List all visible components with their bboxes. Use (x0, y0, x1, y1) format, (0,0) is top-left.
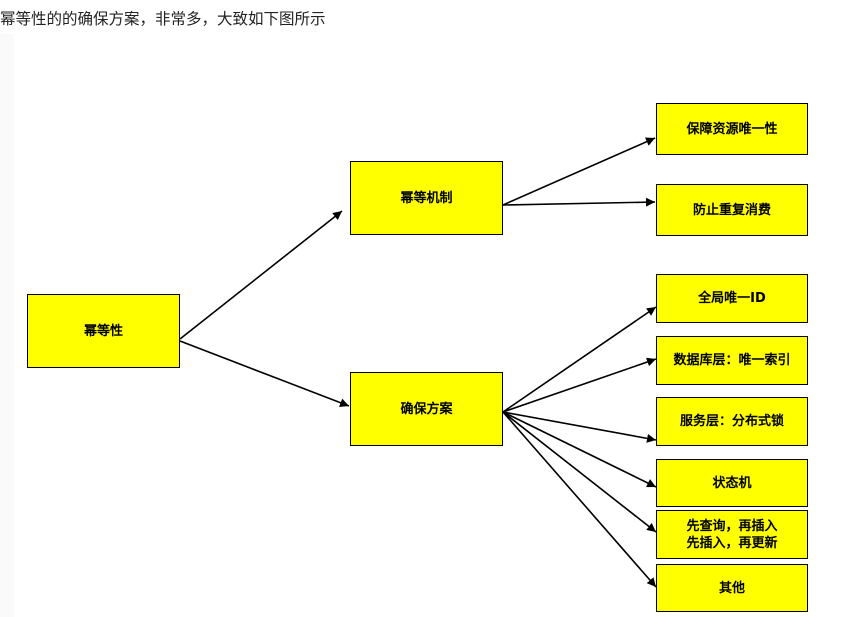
leaf-node-2-2: 数据库层：唯一索引 (656, 336, 808, 385)
edge-root-to-branch-1 (179, 210, 343, 340)
edge-root-to-branch-2 (179, 340, 350, 407)
root-node: 幂等性 (27, 294, 180, 368)
edge-branch-2-to-leaf-3 (502, 411, 657, 443)
edge-branch-1-to-leaf-2 (502, 197, 656, 207)
branch-node-2: 确保方案 (350, 372, 503, 446)
edge-branch-2-to-leaf-1 (502, 306, 657, 413)
edge-branch-2-to-leaf-4 (502, 411, 657, 488)
leaf-node-2-1: 全局唯一ID (656, 274, 808, 323)
branch-node-1: 幂等机制 (350, 161, 503, 235)
edge-branch-2-to-leaf-5 (502, 411, 657, 533)
edge-branch-2-to-leaf-2 (502, 357, 657, 413)
diagram-edges (179, 137, 657, 588)
page-margin-stripe (0, 34, 14, 617)
leaf-node-2-3: 服务层：分布式锁 (656, 397, 808, 446)
leaf-node-1-1: 保障资源唯一性 (656, 103, 808, 155)
edge-branch-1-to-leaf-1 (502, 137, 656, 206)
leaf-node-2-4: 状态机 (656, 459, 808, 507)
edge-branch-2-to-leaf-6 (502, 411, 657, 588)
page-heading: 幂等性的的确保方案，非常多，大致如下图所示 (0, 10, 326, 28)
leaf-node-2-5: 先查询，再插入 先插入，再更新 (656, 510, 808, 559)
leaf-node-1-2: 防止重复消费 (656, 184, 808, 236)
leaf-node-2-6: 其他 (656, 564, 808, 612)
